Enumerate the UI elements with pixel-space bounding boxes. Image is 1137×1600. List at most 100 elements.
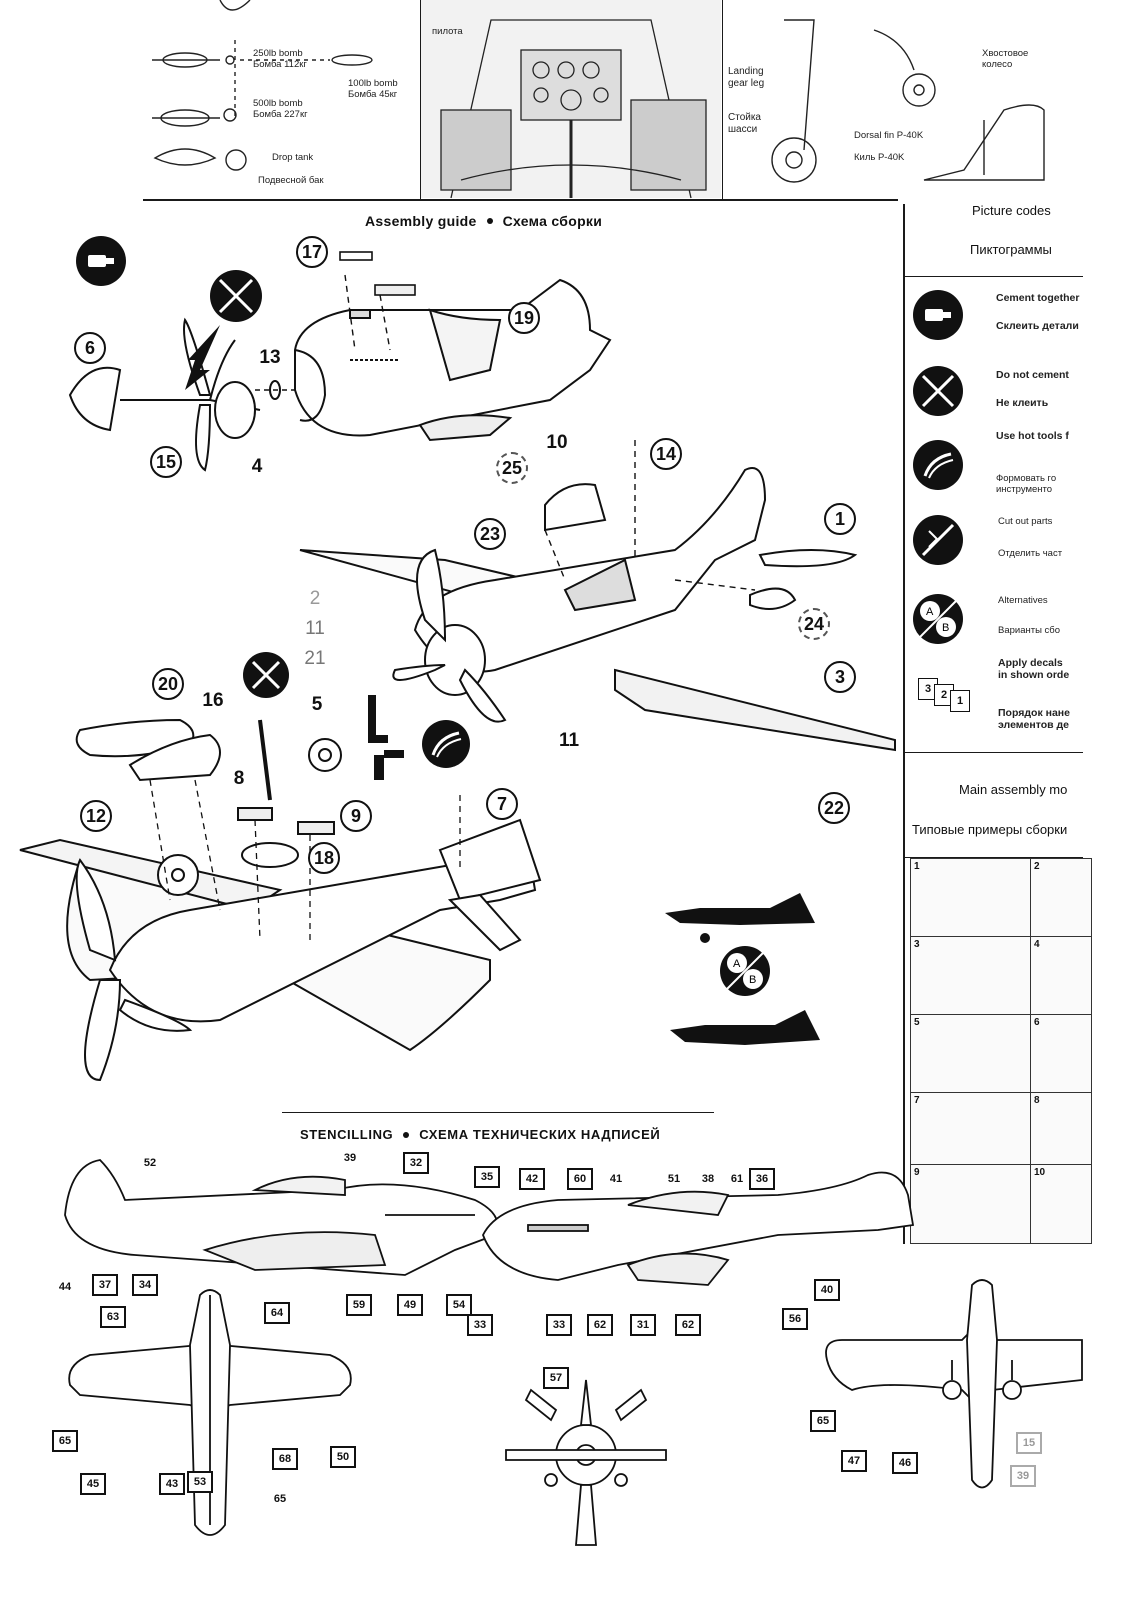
stencil-code-52: 52: [137, 1152, 163, 1174]
stencil-code-42: 42: [519, 1168, 545, 1190]
callout-8: 8: [222, 764, 256, 794]
callout-12: 12: [80, 800, 112, 832]
example-num-2: 2: [1034, 861, 1040, 872]
assembly-example-3: 3: [910, 936, 1032, 1016]
example-num-8: 8: [1034, 1095, 1040, 1106]
cockpit-illustration: [421, 0, 721, 199]
stencil-code-51: 51: [661, 1168, 687, 1190]
code-do-not-cement-en: Do not cement: [996, 369, 1069, 381]
stencil-code-33b: 33: [546, 1314, 572, 1336]
stencil-code-63: 63: [100, 1306, 126, 1328]
callout-10: 10: [540, 428, 574, 458]
example-num-5: 5: [914, 1017, 920, 1028]
assembly-example-1: 1: [910, 858, 1032, 938]
stencil-code-43: 43: [159, 1473, 185, 1495]
assembly-title-en: Assembly guide: [365, 213, 477, 229]
stencil-code-59: 59: [346, 1294, 372, 1316]
bomb-250-label: 250lb bomb Бомба 112кг: [253, 48, 307, 70]
alt-letter-b: B: [749, 974, 756, 986]
side-view-left: [64, 1159, 499, 1276]
callout-4: 4: [240, 452, 274, 482]
stencil-code-15: 15: [1016, 1432, 1042, 1454]
top-strip-sep-2: [722, 0, 723, 199]
right-panel-border: [903, 204, 905, 1244]
stencil-code-47: 47: [841, 1450, 867, 1472]
top-strip-divider: [143, 199, 898, 201]
cement-icon: [76, 236, 126, 286]
stencilling-title-ru: СХЕМА ТЕХНИЧЕСКИХ НАДПИСЕЙ: [419, 1127, 661, 1142]
code-hot-tools-icon: [913, 440, 963, 490]
code-cut-out-icon: [913, 515, 963, 565]
assembly-example-6: 6: [1030, 1014, 1092, 1094]
stencil-code-65c: 65: [810, 1410, 836, 1432]
assembly-title-ru: Схема сборки: [502, 213, 603, 229]
front-view: [505, 1379, 667, 1546]
do-not-cement-icon-2: [243, 652, 289, 698]
bomb-100-label: 100lb bomb Бомба 45кг: [348, 78, 398, 100]
stencil-code-56: 56: [782, 1308, 808, 1330]
stencil-code-64: 64: [264, 1302, 290, 1324]
stencil-code-61: 61: [724, 1168, 750, 1190]
alt-letter-a: A: [733, 958, 741, 970]
callout-24: 24: [798, 608, 830, 640]
dorsal-fin-ru-label: Киль P-40K: [854, 152, 905, 163]
picture-codes-title: Picture codes: [972, 203, 1051, 218]
example-num-1: 1: [914, 861, 920, 872]
fuselage-front-drawing: [294, 251, 612, 442]
stencil-code-53: 53: [187, 1471, 213, 1493]
assembly-example-4: 4: [1030, 936, 1092, 1016]
stencil-code-41: 41: [603, 1168, 629, 1190]
decal-2: 2: [934, 684, 954, 706]
example-num-9: 9: [914, 1167, 920, 1178]
stencil-code-39b: 39: [1010, 1465, 1036, 1487]
stencil-code-62b: 62: [675, 1314, 701, 1336]
callout-23: 23: [474, 518, 506, 550]
assembly-example-10: 10: [1030, 1164, 1092, 1244]
top-strip-sep-1: [420, 0, 421, 199]
drop-tank-ru-label: Подвесной бак: [258, 175, 324, 186]
stencil-code-50: 50: [330, 1446, 356, 1468]
bomb-500-label: 500lb bomb Бомба 227кг: [253, 98, 308, 120]
stencil-code-49: 49: [397, 1294, 423, 1316]
example-num-4: 4: [1034, 939, 1040, 950]
code-cement-ru: Склеить детали: [996, 320, 1079, 332]
callout-13: 13: [253, 343, 287, 373]
right-panel-sep-2: [903, 752, 1083, 753]
callout-6: 6: [74, 332, 106, 364]
alt-silhouette-b: [670, 1010, 820, 1045]
stencil-code-32: 32: [403, 1152, 429, 1174]
callout-20: 20: [152, 668, 184, 700]
example-num-3: 3: [914, 939, 920, 950]
stencil-code-31: 31: [630, 1314, 656, 1336]
main-assembly-subtitle: Типовые примеры сборки: [912, 822, 1068, 837]
assembly-example-9: 9: [910, 1164, 1032, 1244]
stencil-code-65a: 65: [52, 1430, 78, 1452]
drop-tank-label: Drop tank: [272, 152, 314, 163]
stencil-code-57: 57: [543, 1367, 569, 1389]
propeller-assembly-drawing: [68, 317, 300, 472]
callout-14: 14: [650, 438, 682, 470]
under-view: [825, 1279, 1083, 1489]
code-alt-letter-a: A: [926, 606, 934, 618]
example-num-6: 6: [1034, 1017, 1040, 1028]
example-num-7: 7: [914, 1095, 920, 1106]
bombs-illustration: [152, 0, 373, 171]
callout-2: 2: [298, 584, 332, 614]
code-decal-order-icon: 3 2 1: [918, 678, 970, 714]
plan-view: [68, 1289, 352, 1536]
stencil-code-36: 36: [749, 1168, 775, 1190]
code-alternatives-en: Alternatives: [998, 595, 1048, 606]
code-cement-en: Cement together: [996, 292, 1080, 304]
code-do-not-cement-icon: [913, 366, 963, 416]
exhaust-part-drawing: [368, 695, 404, 780]
callout-11b: 11: [552, 726, 586, 756]
assembly-title: Assembly guide Схема сборки: [365, 213, 602, 229]
code-cut-out-ru: Отделить част: [998, 548, 1063, 559]
picture-codes-subtitle: Пиктограммы: [970, 242, 1052, 257]
cockpit-label: пилота: [432, 26, 463, 37]
code-do-not-cement-ru: Не клеить: [996, 397, 1049, 409]
tail-wheel-label: Хвостовое колесо: [982, 48, 1029, 70]
stencil-code-65b: 65: [267, 1488, 293, 1510]
